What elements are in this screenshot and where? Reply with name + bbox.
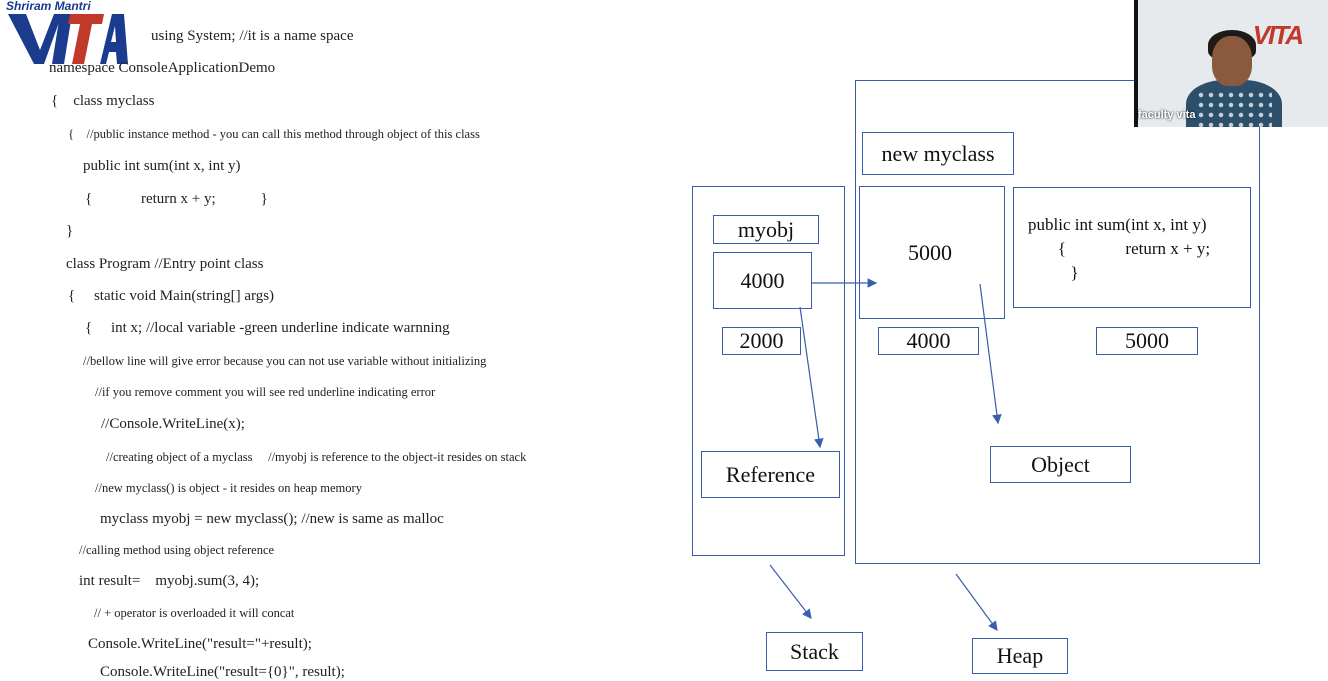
stack-variable-value: 4000 [713,252,812,309]
stack-variable-name: myobj [713,215,819,244]
vita-logo: Shriram Mantri [0,0,130,66]
participant-name: faculty vita [1138,109,1196,121]
code-line-2: namespace ConsoleApplicationDemo [49,60,276,76]
code-line-14: //creating object of a myclass //myobj i… [106,450,527,464]
stack-box-to-stack-label-arrow [769,564,812,619]
stack-label: Stack [766,632,863,671]
vita-logo-graphic: Shriram Mantri [6,0,128,64]
code-line-6: { return x + y; } [85,191,268,207]
method-code: public int sum(int x, int y) { return x … [1028,215,1211,282]
code-line-8: class Program //Entry point class [66,256,264,272]
code-line-7: } [66,223,74,239]
object-address: 4000 [878,327,979,355]
video-frame-edge [1134,0,1138,127]
new-object-label: new myclass [862,132,1014,175]
heap-box-to-heap-label-arrow [955,573,998,631]
code-line-13: //Console.WriteLine(x); [101,416,245,432]
method-box [1013,187,1251,308]
code-line-20: Console.WriteLine("result="+result); [88,636,312,652]
code-line-21: Console.WriteLine("result={0}", result); [100,664,345,680]
code-line-19: // + operator is overloaded it will conc… [94,606,295,620]
code-line-16: myclass myobj = new myclass(); //new is … [100,511,444,527]
logo-tagline: Shriram Mantri [6,0,91,13]
code-line-9: { static void Main(string[] args) [68,288,275,304]
reference-label: Reference [701,451,840,498]
heap-label: Heap [972,638,1068,674]
code-line-15: //new myclass() is object - it resides o… [95,481,362,495]
code-line-12: //if you remove comment you will see red… [95,385,436,399]
code-line-17: //calling method using object reference [79,543,275,557]
code-line-1: using System; //it is a name space [151,28,354,44]
object-label: Object [990,446,1131,483]
code-line-10: { int x; //local variable -green underli… [85,320,450,336]
method-address: 5000 [1096,327,1198,355]
object-value: 5000 [908,240,952,265]
code-line-4: { //public instance method - you can cal… [68,127,480,141]
stack-variable-address: 2000 [722,327,801,355]
participant-shirt-pattern [1196,90,1272,127]
code-line-5: public int sum(int x, int y) [83,158,241,174]
code-line-11: //bellow line will give error because yo… [83,354,487,368]
code-line-18: int result= myobj.sum(3, 4); [79,573,260,589]
participant-face [1212,36,1252,86]
video-logo: VITA [1252,20,1304,50]
code-line-3: { class myclass [51,93,155,109]
participant-video-tile[interactable]: VITA faculty vita [1134,0,1328,127]
